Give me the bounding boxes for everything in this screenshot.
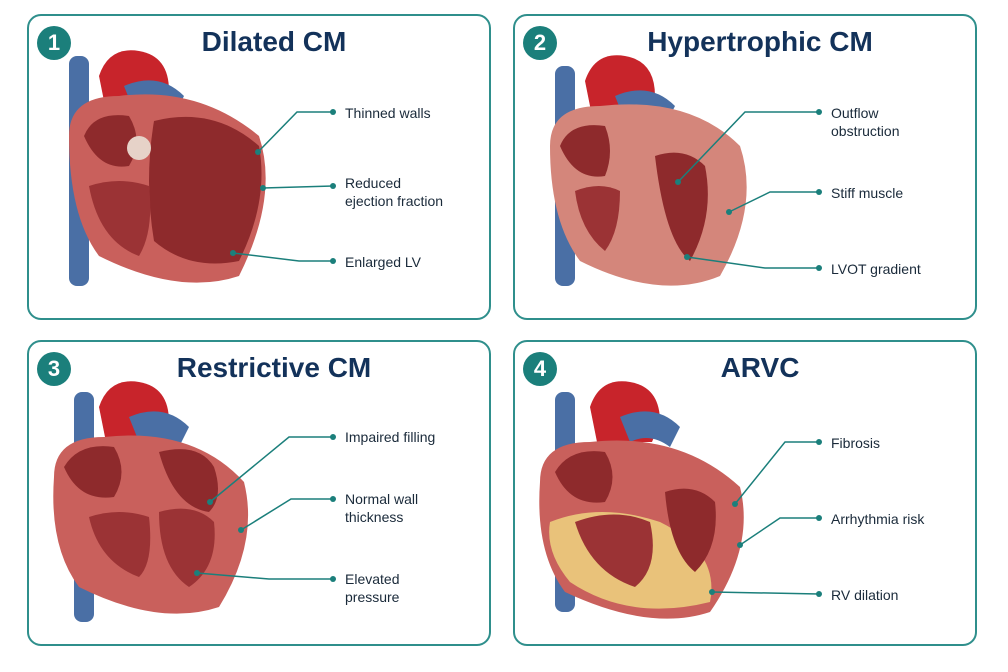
leader-dot (816, 109, 822, 115)
label-enlarged-lv: Enlarged LV (345, 254, 422, 270)
leader-dot (330, 576, 336, 582)
leader-line (734, 441, 819, 505)
leader-dot (709, 589, 715, 595)
leader-dot (816, 189, 822, 195)
leader-dot (684, 254, 690, 260)
panel-title: Hypertrophic CM (647, 26, 873, 57)
leader-dot (238, 527, 244, 533)
left-atrium (84, 115, 137, 167)
right-ventricle-dilated (575, 514, 653, 587)
panel-title: ARVC (720, 352, 800, 383)
label-lvot-gradient: LVOT gradient (831, 261, 921, 277)
panel-arvc: 4 ARVC Fibrosis Arrhythmia risk RV dilat… (513, 340, 977, 646)
leader-dot (675, 179, 681, 185)
label-outflow-obstruction: Outflow obstruction (831, 105, 900, 139)
right-atrium (555, 451, 613, 503)
right-ventricle (89, 181, 151, 256)
leader-dot (816, 515, 822, 521)
label-reduced-ejection-fraction: Reduced ejection fraction (345, 175, 444, 209)
leader-dot (330, 496, 336, 502)
label-impaired-filling: Impaired filling (345, 429, 436, 445)
leader-line (232, 252, 333, 262)
leader-dot (726, 209, 732, 215)
leader-line (728, 191, 819, 213)
leader-dot (816, 591, 822, 597)
leader-dot (732, 501, 738, 507)
right-ventricle (89, 512, 151, 577)
label-normal-wall-thickness: Normal wall thickness (345, 491, 419, 525)
heart-illustration-hypertrophic (550, 55, 822, 286)
leader-line (209, 436, 333, 503)
right-atrium-enlarged (159, 449, 218, 512)
leader-line (196, 572, 333, 580)
leader-line (711, 591, 820, 595)
leader-dot (330, 258, 336, 264)
valve (127, 136, 151, 160)
label-arrhythmia-risk: Arrhythmia risk (831, 511, 925, 527)
leader-dot (330, 434, 336, 440)
leader-line (257, 111, 333, 153)
left-atrium (560, 125, 610, 177)
panel-restrictive-cm: 3 Restrictive CM Impaired filling Normal… (27, 340, 491, 646)
left-ventricle-small (655, 152, 708, 261)
heart-illustration-dilated (69, 50, 336, 286)
leader-line (240, 498, 333, 531)
leader-line (739, 517, 819, 546)
leader-dot (194, 570, 200, 576)
pulmonary-artery (620, 411, 680, 447)
leader-dot (816, 439, 822, 445)
panel-title: Restrictive CM (176, 352, 372, 383)
label-stiff-muscle: Stiff muscle (831, 185, 904, 201)
leader-line (262, 185, 334, 189)
leader-line (686, 256, 819, 269)
panel-number-badge: 1 (37, 26, 71, 60)
heart-illustration-arvc (539, 381, 822, 619)
leader-dot (330, 183, 336, 189)
panel-dilated-cm: 1 Dilated CM Thinned walls Reduced eject… (27, 14, 491, 320)
label-fibrosis: Fibrosis (831, 435, 881, 451)
leader-dot (737, 542, 743, 548)
label-elevated-pressure: Elevated pressure (345, 571, 400, 605)
leader-dot (207, 499, 213, 505)
left-ventricle (665, 488, 716, 572)
leader-line (677, 111, 819, 183)
leader-dot (260, 185, 266, 191)
heart-illustration-restrictive (53, 381, 336, 622)
left-atrium-enlarged (64, 446, 122, 498)
panel-number-badge: 3 (37, 352, 71, 386)
panel-title: Dilated CM (201, 26, 347, 57)
label-thinned-walls: Thinned walls (345, 105, 431, 121)
left-ventricle (159, 508, 215, 587)
right-ventricle (575, 186, 620, 251)
leader-dot (255, 149, 261, 155)
leader-dot (330, 109, 336, 115)
panel-number-badge: 2 (523, 26, 557, 60)
label-rv-dilation: RV dilation (831, 587, 899, 603)
panel-hypertrophic-cm: 2 Hypertrophic CM Outflow obstruction St… (513, 14, 977, 320)
leader-dot (230, 250, 236, 256)
leader-dot (816, 265, 822, 271)
panel-number-badge: 4 (523, 352, 557, 386)
left-ventricle-enlarged (149, 116, 262, 264)
